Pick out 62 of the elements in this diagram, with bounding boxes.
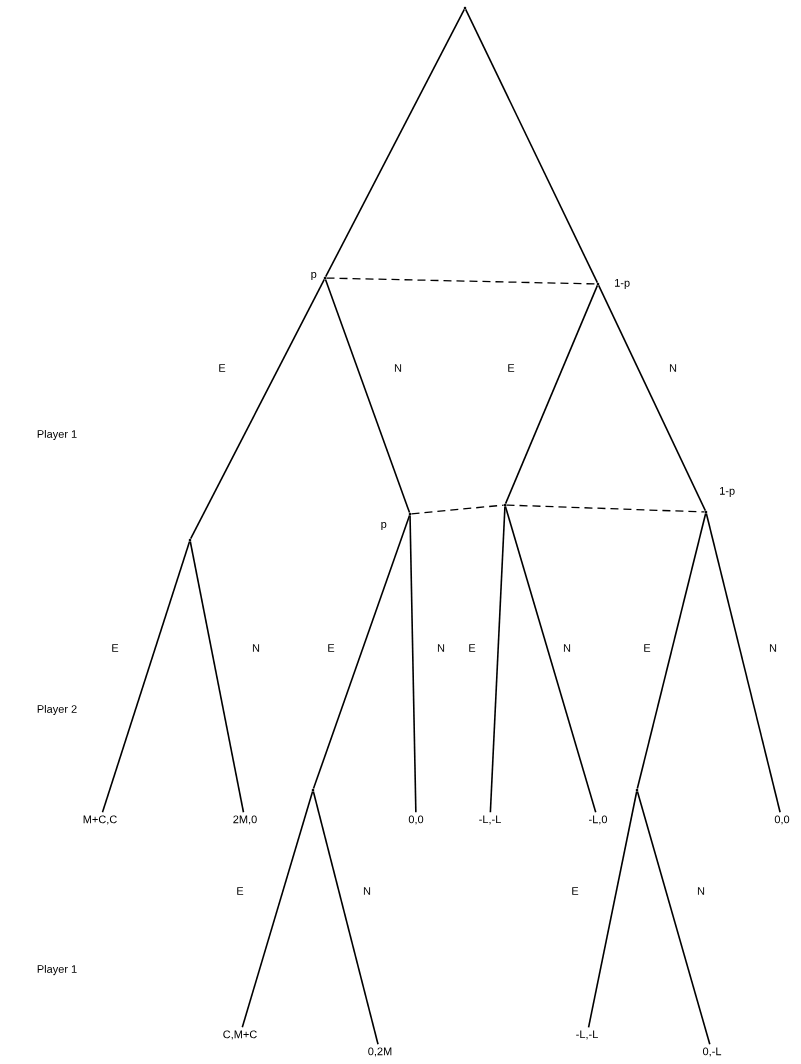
branch-line xyxy=(312,514,411,790)
branch-line xyxy=(504,505,597,814)
payoff-label: 0,-L xyxy=(702,1047,722,1057)
information-set-line xyxy=(410,504,505,515)
branch-line xyxy=(705,512,781,814)
edge-label: N xyxy=(562,643,572,653)
decision-node xyxy=(463,6,467,10)
edge-label: E xyxy=(326,643,336,653)
payoff-label: 0,0 xyxy=(408,815,424,825)
branch-line xyxy=(324,278,411,514)
edge-label: E xyxy=(467,643,477,653)
edge-label: E xyxy=(642,643,652,653)
branch-line xyxy=(489,505,506,814)
branch-line xyxy=(597,284,707,512)
edge-label: N xyxy=(696,886,706,896)
edge-label: N xyxy=(668,363,678,373)
edge-label: E xyxy=(217,363,227,373)
player-label: Player 1 xyxy=(37,964,77,976)
branch-line xyxy=(464,8,599,284)
branch-line xyxy=(101,540,191,814)
edge-label: N xyxy=(436,643,446,653)
player-label: Player 1 xyxy=(37,429,77,441)
edge-label: N xyxy=(393,363,403,373)
branch-line xyxy=(241,790,314,1029)
branch-line xyxy=(189,540,245,814)
payoff-label: 0,2M xyxy=(368,1047,392,1057)
branch-line xyxy=(587,790,638,1029)
edge-label: E xyxy=(506,363,516,373)
branch-line xyxy=(312,790,379,1046)
payoff-label: C,M+C xyxy=(223,1030,257,1040)
decision-node xyxy=(596,282,600,286)
payoff-label: -L,-L xyxy=(479,815,501,825)
edge-label: N xyxy=(768,643,778,653)
decision-node xyxy=(503,503,507,507)
decision-node xyxy=(635,788,639,792)
edge-label: N xyxy=(251,643,261,653)
branch-line xyxy=(636,512,707,790)
probability-label: 1-p xyxy=(615,279,630,289)
edge-label: N xyxy=(362,886,372,896)
decision-node xyxy=(323,276,327,280)
decision-node xyxy=(311,788,315,792)
branch-line xyxy=(189,278,326,540)
decision-node xyxy=(704,510,708,514)
information-set-line xyxy=(505,504,706,513)
branch-line xyxy=(636,790,711,1046)
payoff-label: M+C,C xyxy=(83,815,117,825)
payoff-label: 0,0 xyxy=(774,815,790,825)
payoff-label: -L,0 xyxy=(589,815,608,825)
edge-label: E xyxy=(570,886,580,896)
probability-label: 1-p xyxy=(720,487,735,497)
probability-label: p xyxy=(381,521,387,531)
decision-node xyxy=(188,538,192,542)
player-label: Player 2 xyxy=(37,704,77,716)
payoff-label: 2M,0 xyxy=(233,815,257,825)
probability-label: p xyxy=(311,271,317,281)
edge-label: E xyxy=(235,886,245,896)
decision-node xyxy=(408,512,412,516)
branch-line xyxy=(324,8,466,278)
branch-line xyxy=(504,284,599,505)
payoff-label: -L,-L xyxy=(576,1030,598,1040)
branch-line xyxy=(409,514,417,814)
edge-label: E xyxy=(110,643,120,653)
